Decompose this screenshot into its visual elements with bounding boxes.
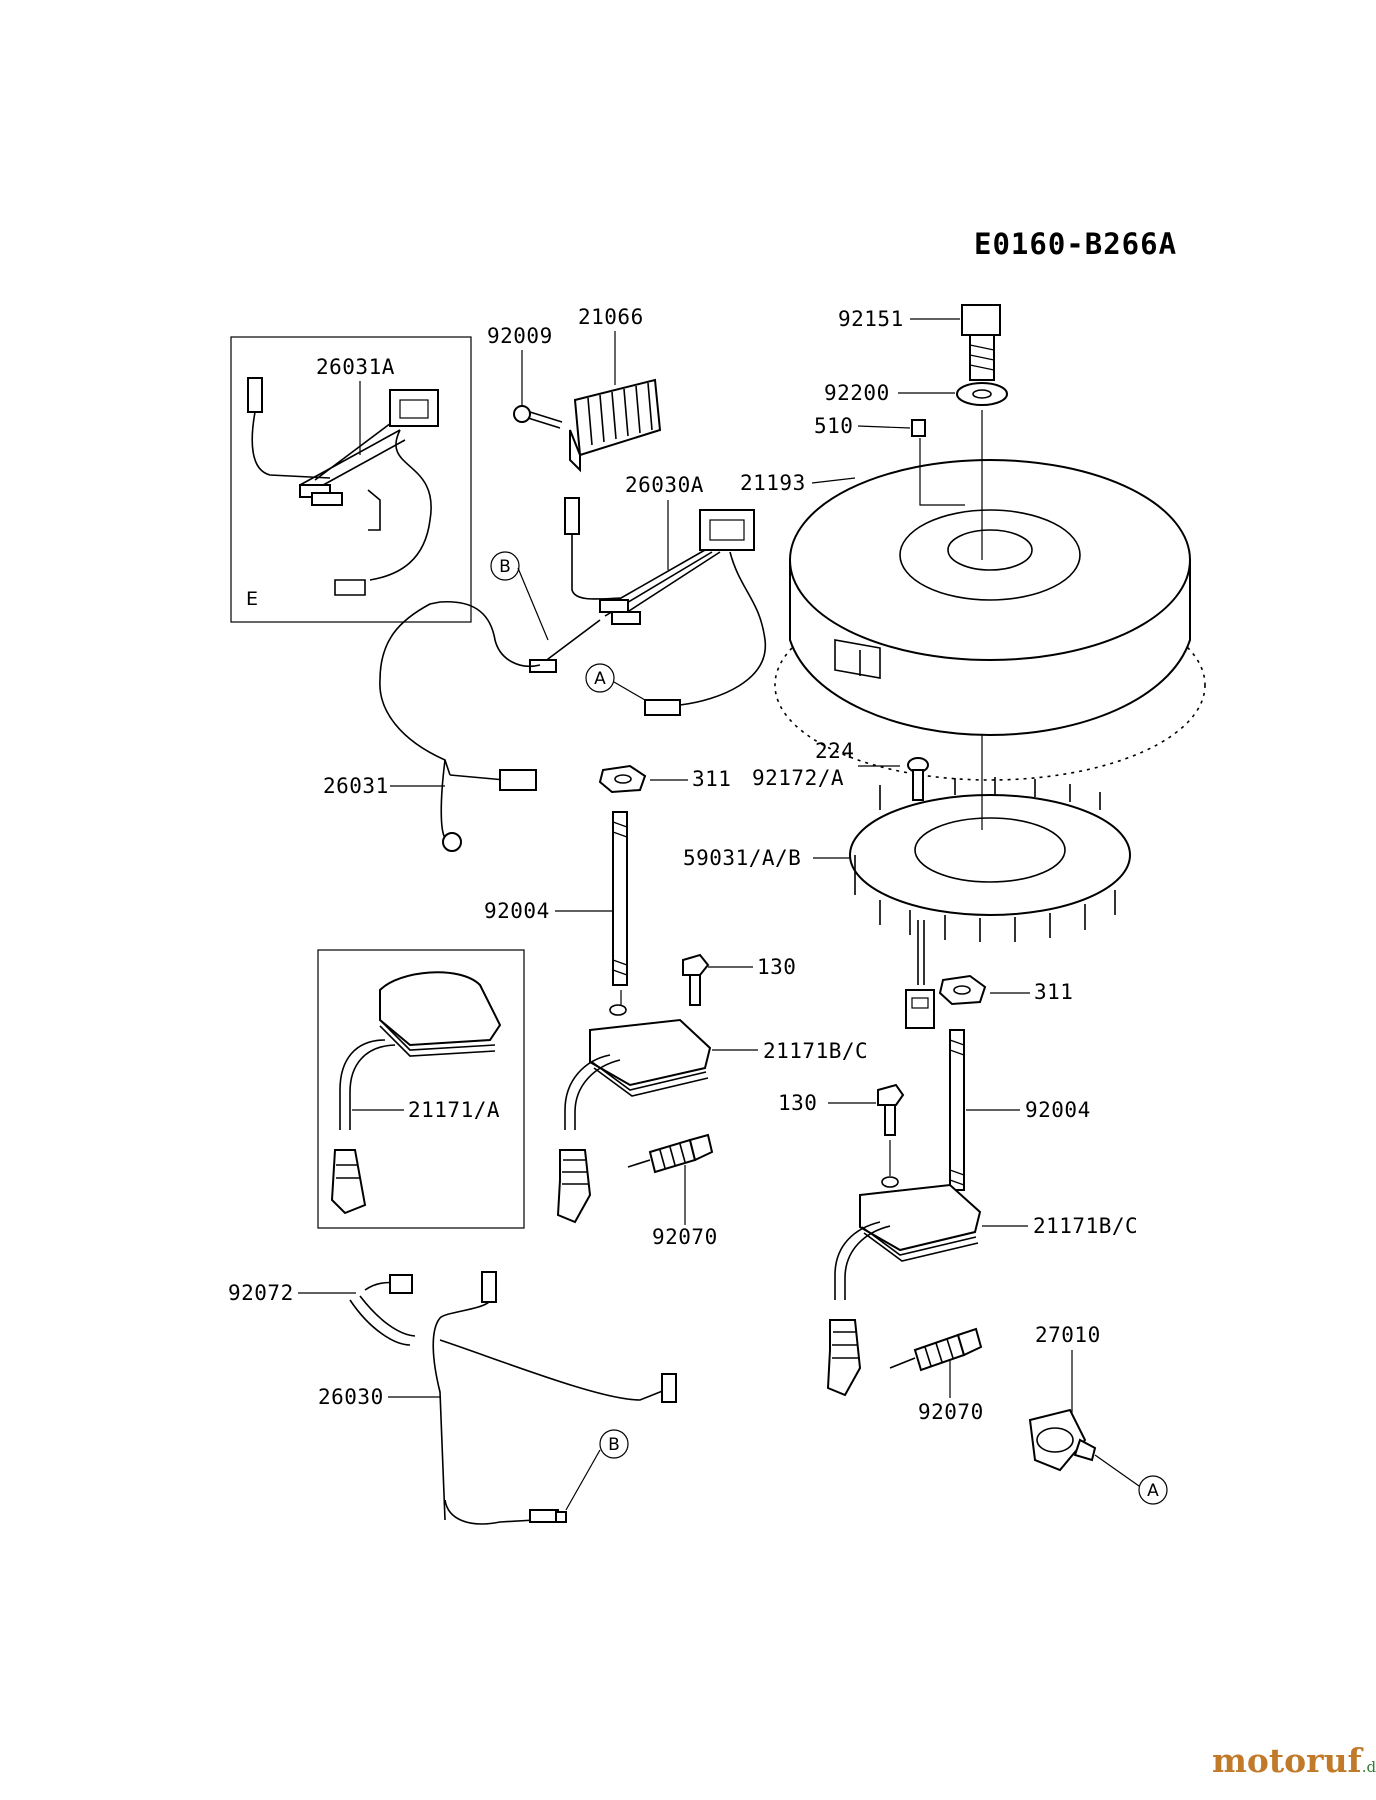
- coil-21171BC-left-drawing: [556, 1004, 712, 1224]
- callout-224: 224: [815, 739, 854, 763]
- leader-510: [857, 425, 911, 429]
- leader-B-bottom: [565, 1449, 601, 1511]
- ref-marker-A-bottom-label: A: [1147, 1481, 1159, 1501]
- coil-21171A-drawing: [330, 971, 502, 1215]
- callout-59031AB: 59031/A/B: [683, 846, 801, 870]
- ref-marker-A-mid: [585, 663, 615, 693]
- switch-27010-drawing: [1028, 1408, 1097, 1472]
- key-guide-line: [919, 438, 965, 506]
- callout-92004-left: 92004: [484, 899, 550, 923]
- leader-B-top: [517, 567, 549, 641]
- callout-311-right: 311: [1034, 980, 1073, 1004]
- inset-box-label: E: [246, 588, 258, 610]
- callout-510: 510: [814, 414, 853, 438]
- callout-130-right: 130: [778, 1091, 817, 1115]
- key-510-drawing: [911, 419, 926, 437]
- watermark-logo: motoruf.de: [1212, 1741, 1376, 1780]
- callout-92151: 92151: [838, 307, 904, 331]
- ref-marker-B-bottom-label: B: [608, 1435, 620, 1455]
- nut-311-left-drawing: [598, 764, 647, 794]
- bolt-92151-drawing: [961, 304, 1001, 381]
- regulator-21066-drawing: [569, 378, 662, 473]
- harness-26030-drawing: [432, 1271, 677, 1525]
- callout-26031A: 26031A: [316, 355, 395, 379]
- callout-21171BC-left: 21171B/C: [763, 1039, 868, 1063]
- harness-26031-drawing: [379, 600, 541, 852]
- callout-26030: 26030: [318, 1385, 384, 1409]
- screw-130-right-drawing: [877, 1083, 905, 1136]
- ref-marker-B-top: [490, 551, 520, 581]
- ref-marker-B-bottom: [599, 1429, 629, 1459]
- callout-92172A: 92172/A: [752, 766, 844, 790]
- callout-92009: 92009: [487, 324, 553, 348]
- callout-27010: 27010: [1035, 1323, 1101, 1347]
- nut-311-right-drawing: [938, 974, 987, 1006]
- leader-21193: [811, 477, 856, 484]
- callout-21066: 21066: [578, 305, 644, 329]
- callout-26031: 26031: [323, 774, 389, 798]
- ref-marker-A-bottom: [1138, 1475, 1168, 1505]
- leader-A-bottom: [1094, 1454, 1140, 1487]
- leader-A-mid: [613, 681, 646, 701]
- sparkplug-92070-left-drawing: [627, 1133, 714, 1174]
- callout-92200: 92200: [824, 381, 890, 405]
- harness-26030A-drawing: [529, 497, 766, 716]
- coil-21171BC-right-drawing: [826, 1176, 982, 1397]
- callout-92004-right: 92004: [1025, 1098, 1091, 1122]
- sparkplug-92070-right-drawing: [889, 1327, 983, 1372]
- callout-21171BC-right: 21171B/C: [1033, 1214, 1138, 1238]
- callout-92072: 92072: [228, 1281, 294, 1305]
- stud-92004-left-drawing: [612, 811, 628, 986]
- screw-92172A-drawing: [907, 757, 929, 801]
- callout-21193: 21193: [740, 471, 806, 495]
- callout-311-left: 311: [692, 767, 731, 791]
- inset-box-21171A: [317, 949, 525, 1229]
- callout-130-left: 130: [757, 955, 796, 979]
- callout-26030A: 26030A: [625, 473, 704, 497]
- callout-92070-right: 92070: [918, 1400, 984, 1424]
- callout-21171A: 21171/A: [408, 1098, 500, 1122]
- stud-92004-right-drawing: [949, 1029, 965, 1191]
- ref-marker-B-top-label: B: [499, 557, 511, 577]
- inset-box-26031A: [230, 336, 472, 623]
- harness-26031A-drawing: [247, 377, 439, 596]
- flywheel-21193-drawing: [774, 459, 1206, 781]
- callout-92070-left: 92070: [652, 1225, 718, 1249]
- washer-92200-drawing: [956, 382, 1008, 406]
- ref-marker-A-mid-label: A: [594, 669, 606, 689]
- screw-92009-drawing: [513, 405, 563, 429]
- screw-130-left-drawing: [682, 953, 710, 1006]
- stator-59031AB-drawing: [849, 777, 1131, 942]
- clamp-92072-drawing: [349, 1274, 416, 1346]
- stator-lead-connector: [905, 920, 935, 1029]
- diagram-code: E0160-B266A: [974, 227, 1177, 261]
